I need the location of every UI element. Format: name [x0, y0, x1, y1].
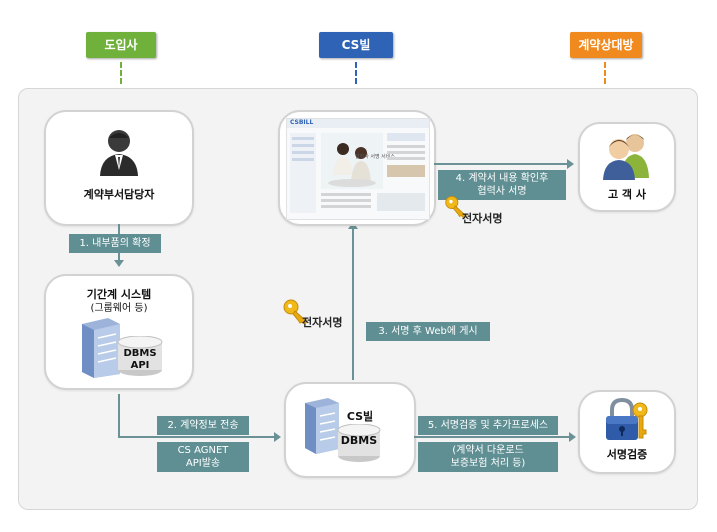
step-5-sub-line2: 보증보험 처리 등) [450, 458, 526, 469]
server-icon [82, 318, 120, 378]
step-5-label: 5. 서명검증 및 추가프로세스 [418, 416, 558, 435]
key-icon [445, 196, 467, 218]
lane-tag-adopter-label: 도입사 [104, 38, 138, 52]
core-db-line1: DBMS [123, 348, 157, 359]
step-2-sub-line1: CS AGNET [177, 445, 229, 456]
step-2-label: 2. 계약정보 전송 [157, 416, 249, 435]
core-system-title-line1: 기간계 시스템 [86, 288, 152, 301]
step-4-line2: 협력사 서명 [477, 186, 527, 197]
key-icon [283, 299, 308, 324]
arrowhead-step5 [569, 432, 576, 442]
node-contract-manager: 계약부서담당자 [44, 110, 194, 226]
arrowhead-step4 [567, 159, 574, 169]
lane-divider-counterparty [604, 62, 606, 84]
step-2-sub-line2: API발송 [185, 458, 221, 469]
web-page-brand: CSBILL [290, 119, 314, 126]
web-page-people-photo [321, 133, 383, 189]
contract-manager-label: 계약부서담당자 [83, 188, 155, 201]
node-customer: 고 객 사 [578, 122, 676, 212]
lock-key-icon [606, 398, 648, 440]
step-2-sub: CS AGNET API발송 [157, 442, 249, 472]
csbill-db-label: DBMS [340, 434, 378, 447]
web-page-tagline: 협력사 서명 서비스 [355, 154, 395, 160]
arrow-step5 [414, 436, 570, 438]
arrow-step2-down [118, 394, 120, 437]
core-db-line2: API [130, 360, 150, 371]
node-csbill-server: CS빌 DBMS [284, 382, 416, 478]
node-web-page: CSBILL 협력사 서명 서비스 [278, 110, 436, 226]
arrowhead-step2 [274, 432, 281, 442]
lane-tag-counterparty: 계약상대방 [570, 32, 642, 58]
database-icon [117, 336, 163, 376]
lane-tag-adopter: 도입사 [86, 32, 156, 58]
step-1-label: 1. 내부품의 확정 [69, 234, 161, 253]
node-core-system: 기간계 시스템 (그룹웨어 등) DBMS API [44, 274, 194, 390]
step-3-label: 3. 서명 후 Web에 게시 [366, 322, 490, 341]
csbill-server-name: CS빌 [346, 410, 374, 423]
step-5-sub: (계약서 다운로드 보증보험 처리 등) [418, 442, 558, 472]
verify-label: 서명검증 [606, 448, 648, 461]
lane-divider-csbill [355, 62, 357, 84]
lane-divider-adopter [120, 62, 122, 84]
web-page-screenshot: CSBILL 협력사 서명 서비스 [286, 118, 430, 220]
arrowhead-step1 [114, 260, 124, 267]
csbill-database-icon [337, 424, 381, 462]
lane-tag-counterparty-label: 계약상대방 [578, 38, 634, 52]
step-5-sub-line1: (계약서 다운로드 [452, 445, 524, 456]
step-4-line1: 4. 계약서 내용 확인후 [455, 173, 549, 184]
node-verify: 서명검증 [578, 390, 676, 474]
core-system-title-line2: (그룹웨어 등) [90, 303, 148, 314]
person-icon [100, 130, 138, 176]
arrow-step4 [434, 163, 568, 165]
arrow-step3 [352, 228, 354, 380]
step-4-label: 4. 계약서 내용 확인후 협력사 서명 [438, 170, 566, 200]
lane-tag-csbill: CS빌 [319, 32, 393, 58]
csbill-server-icon [305, 398, 339, 454]
lane-tag-csbill-label: CS빌 [341, 38, 371, 52]
users-icon [603, 134, 649, 180]
arrow-step2-right [118, 436, 275, 438]
e-signature-label-left: 전자서명 [302, 316, 343, 329]
e-signature-label-right: 전자서명 [462, 212, 503, 225]
customer-label: 고 객 사 [607, 188, 647, 201]
